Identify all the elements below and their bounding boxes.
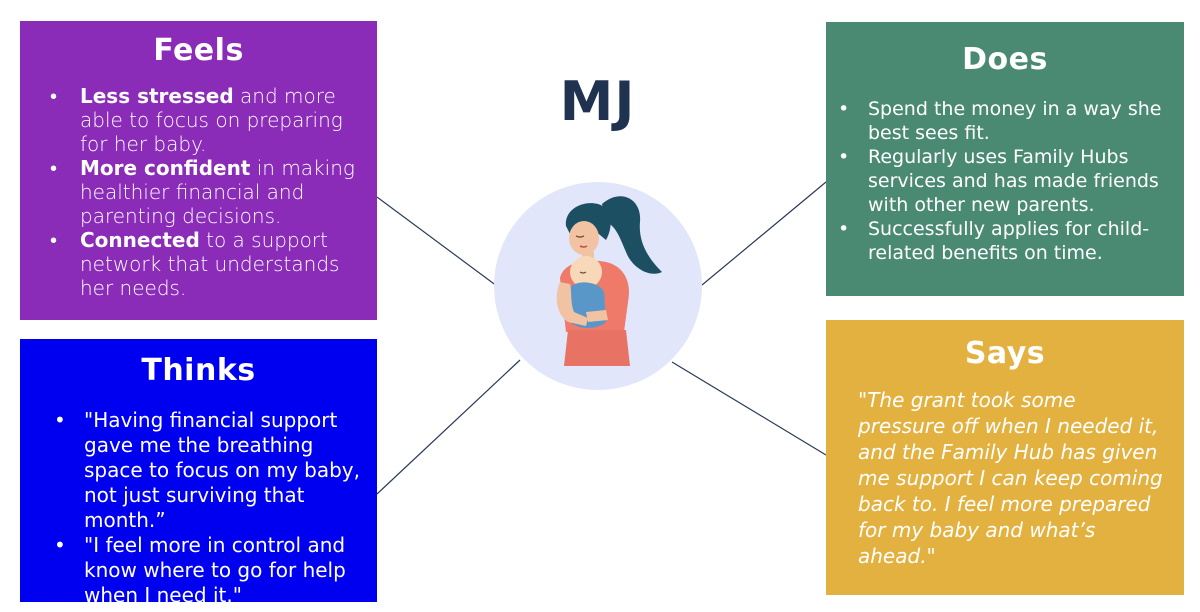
feels-item: Connected to a support network that unde… bbox=[50, 228, 375, 300]
persona-name: MJ bbox=[559, 70, 636, 133]
connector-does bbox=[701, 181, 827, 286]
thinks-title: Thinks bbox=[141, 353, 256, 388]
does-list: Spend the money in a way she best sees f… bbox=[838, 97, 1178, 265]
thinks-item: "I feel more in control and know where t… bbox=[54, 533, 376, 608]
does-box: Does Spend the money in a way she best s… bbox=[826, 22, 1184, 296]
feels-item: More confident in making healthier finan… bbox=[50, 156, 375, 228]
thinks-item: "Having financial support gave me the br… bbox=[54, 408, 376, 533]
feels-box: Feels Less stressed and more able to foc… bbox=[20, 21, 377, 320]
thinks-box: Thinks "Having financial support gave me… bbox=[20, 339, 377, 607]
feels-item-bold: Connected bbox=[80, 228, 200, 252]
connector-feels bbox=[376, 196, 506, 293]
feels-item-text: in making healthier financial and parent… bbox=[80, 156, 355, 228]
says-quote: "The grant took some pressure off when I… bbox=[858, 388, 1163, 568]
connector-thinks bbox=[376, 359, 521, 495]
feels-item-bold: Less stressed bbox=[80, 84, 234, 108]
does-title: Does bbox=[962, 42, 1048, 77]
feels-list: Less stressed and more able to focus on … bbox=[50, 84, 375, 300]
feels-title: Feels bbox=[153, 33, 244, 68]
feels-item-bold: More confident bbox=[80, 156, 251, 180]
connector-says bbox=[671, 361, 827, 456]
says-box: Says "The grant took some pressure off w… bbox=[826, 320, 1184, 595]
feels-item-text: and more able to focus on preparing for … bbox=[80, 84, 343, 156]
feels-item-text: to a support network that understands he… bbox=[80, 228, 340, 300]
says-title: Says bbox=[964, 336, 1046, 371]
thinks-list: "Having financial support gave me the br… bbox=[54, 408, 376, 608]
does-item: Successfully applies for child-related b… bbox=[838, 217, 1178, 265]
mother-holding-baby-icon bbox=[494, 182, 702, 390]
does-item: Regularly uses Family Hubs services and … bbox=[838, 145, 1178, 217]
feels-item: Less stressed and more able to focus on … bbox=[50, 84, 375, 156]
does-item: Spend the money in a way she best sees f… bbox=[838, 97, 1178, 145]
